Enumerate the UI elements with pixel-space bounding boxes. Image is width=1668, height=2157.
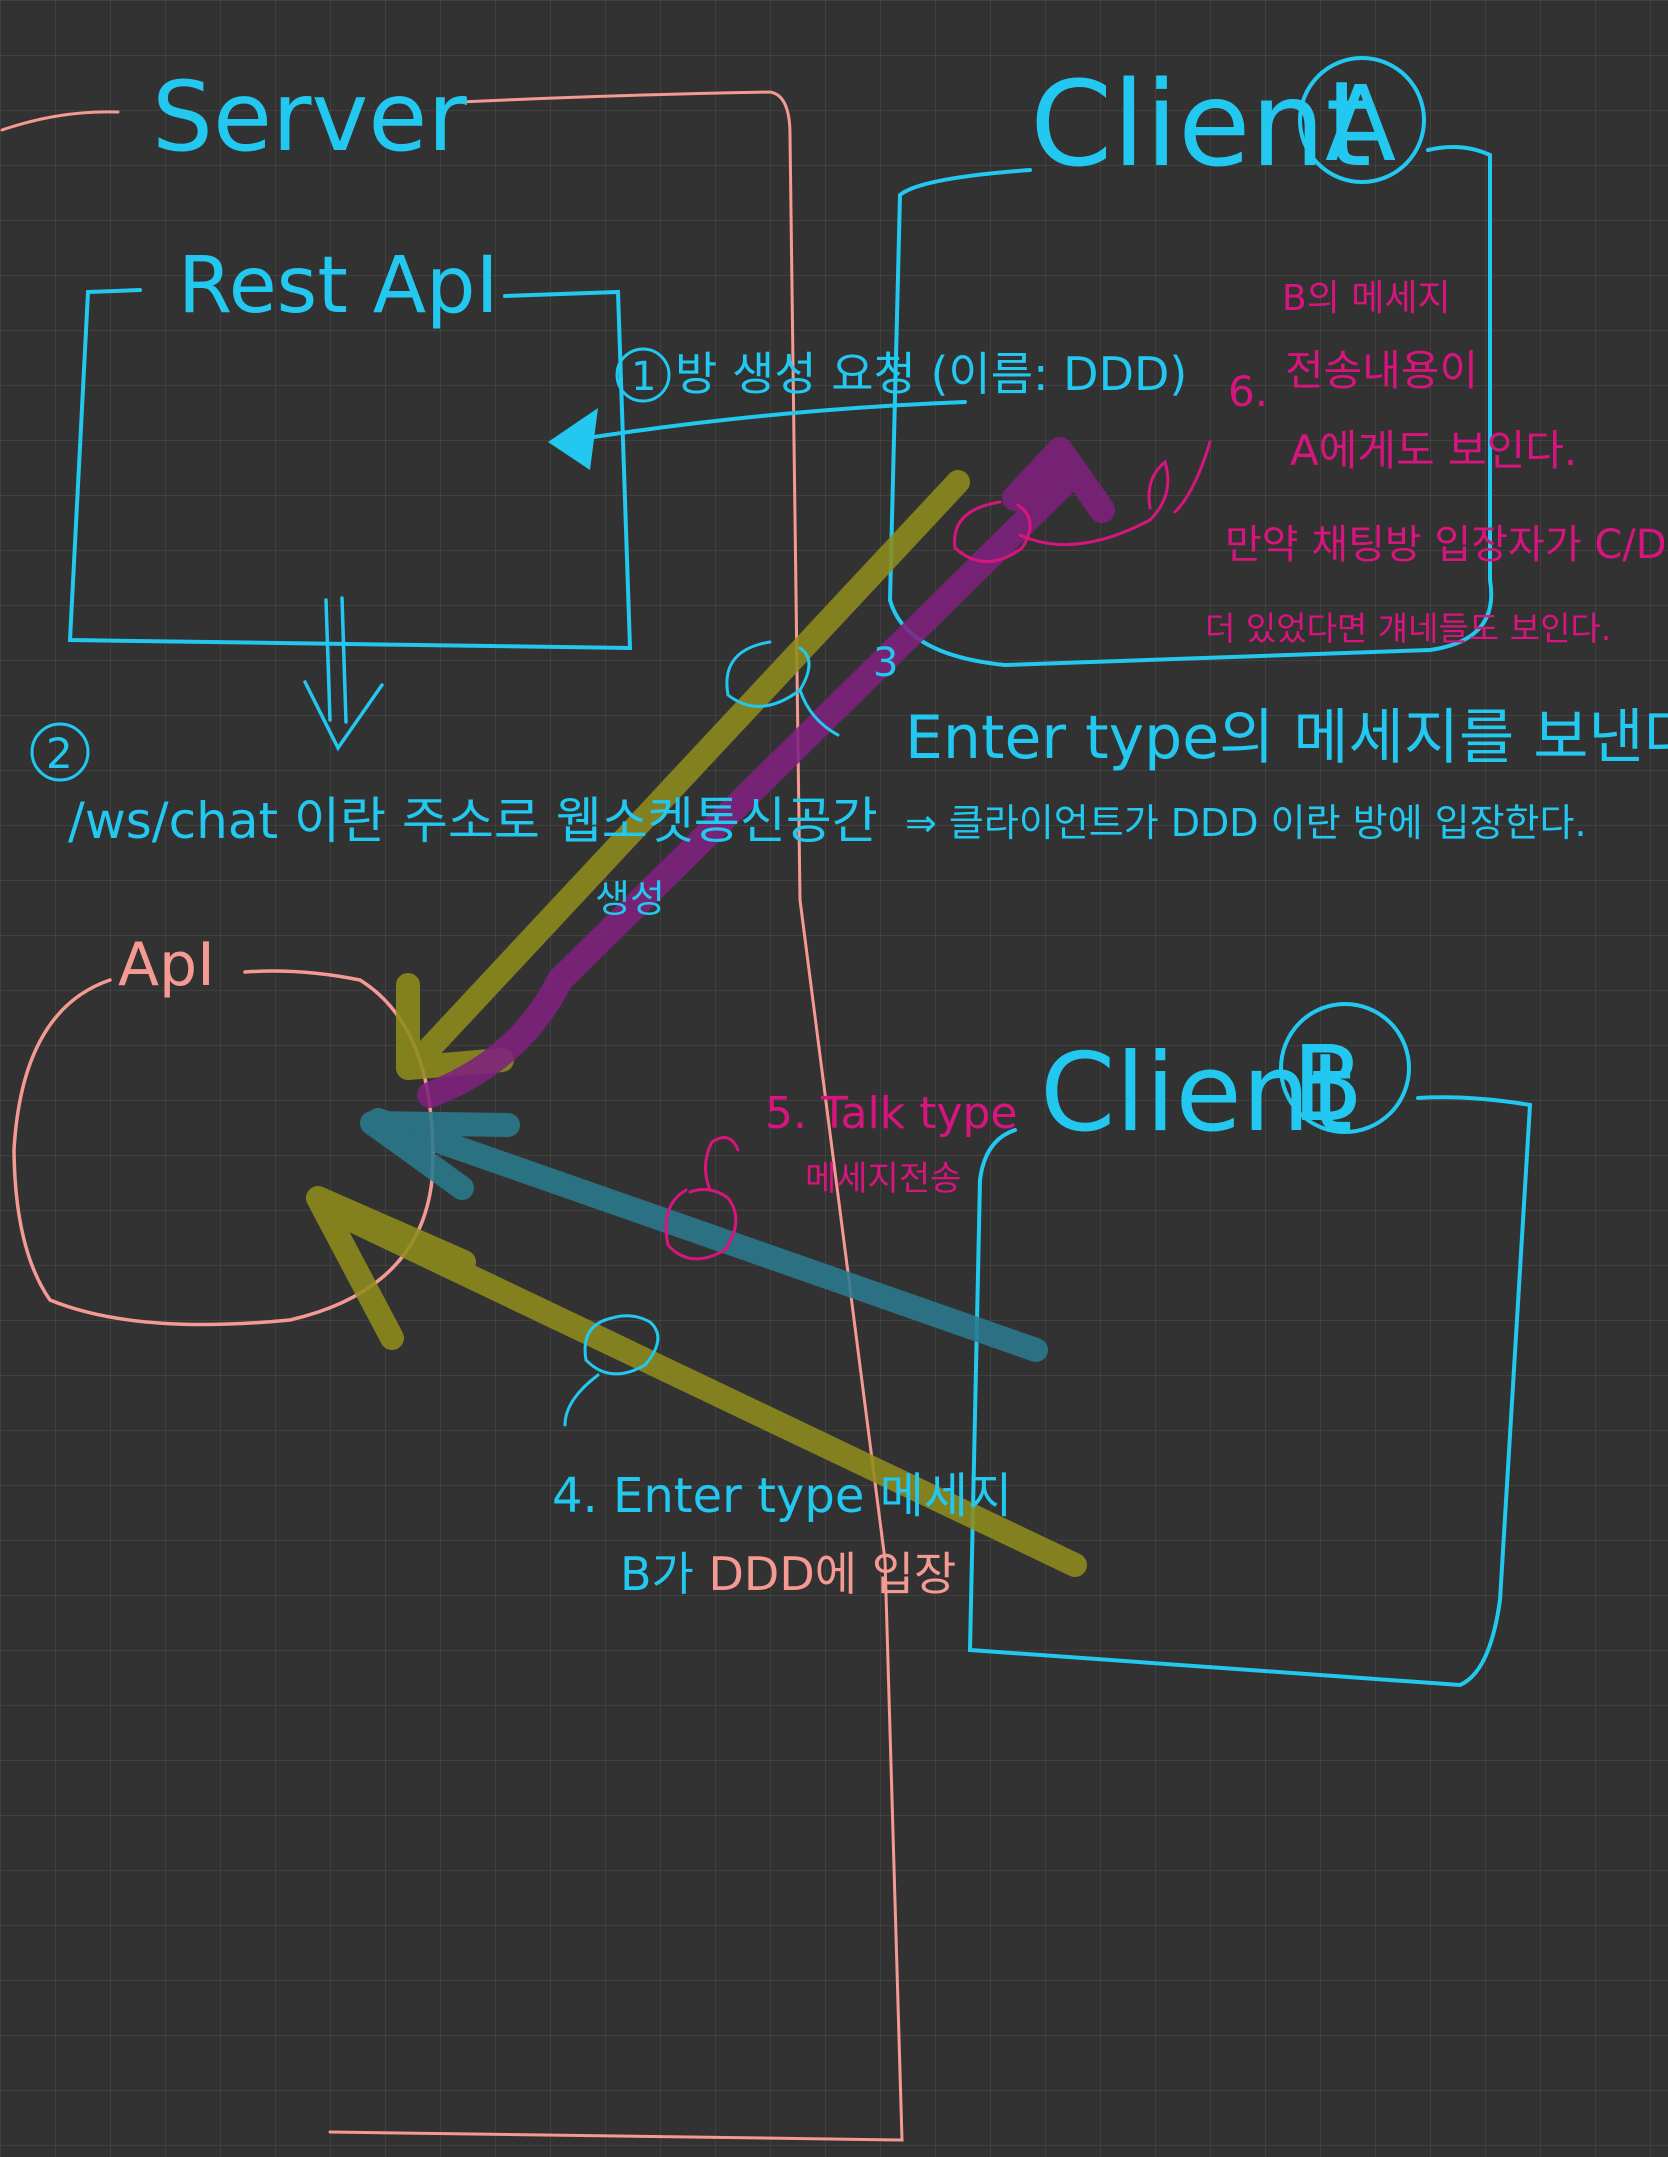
step6-line2: 전송내용이 — [1285, 346, 1478, 395]
rest-api-title: Rest ApI — [178, 241, 499, 331]
api-title: ApI — [118, 930, 215, 1000]
step4-line2-suffix: 에 입장 — [815, 1547, 957, 1601]
server-container — [0, 90, 904, 2142]
step4-line2-room: DDD — [709, 1547, 815, 1601]
step6-line5: 더 있었다면 걔네들도 보인다. — [1205, 609, 1611, 648]
step4-label: 4. Enter type 메세지 B가 DDD에 입장 — [552, 1468, 1012, 1601]
api-blob — [12, 969, 435, 1327]
step2-line1: /ws/chat 이란 주소로 웹소켓통신공간 — [68, 792, 878, 850]
step6-number: 6. — [1228, 367, 1268, 416]
step6-line1: B의 메세지 — [1282, 278, 1451, 319]
step1-text: 방 생성 요청 (이름: DDD) — [675, 347, 1187, 401]
step2-number: 2 — [46, 729, 73, 778]
step1-number: 1 — [631, 354, 656, 400]
step3-number: 3 — [873, 640, 898, 686]
step6-line4: 만약 채팅방 입장자가 C/D — [1225, 522, 1667, 568]
step1-number-circle — [615, 347, 671, 403]
step6-line3: A에게도 보인다. — [1290, 426, 1577, 475]
server-outline-left-tick — [0, 110, 120, 132]
step2-label: 2 /ws/chat 이란 주소로 웹소켓통신공간 생성 — [30, 722, 878, 921]
client-a-box — [887, 145, 1494, 668]
step1-label: 1 방 생성 요청 (이름: DDD) — [615, 347, 1187, 403]
step5-line2: 메세지전송 — [805, 1159, 961, 1199]
client-b-box — [967, 1095, 1533, 1688]
step3-line1: Enter type의 메세지를 보낸다. — [905, 703, 1668, 773]
talk-flow-client-b — [360, 1108, 1048, 1362]
step3-line2: ⇒ 클라이언트가 DDD 이란 방에 입장한다. — [905, 801, 1587, 845]
step3-label: 3 Enter type의 메세지를 보낸다. ⇒ 클라이언트가 DDD 이란 … — [873, 640, 1668, 845]
down-arrow-icon — [303, 596, 384, 752]
client-a-letter: A — [1325, 63, 1396, 185]
rest-api-box — [67, 288, 633, 651]
step4-line2-prefix: B가 — [620, 1547, 709, 1601]
client-a-circle — [1298, 56, 1426, 184]
step6-label: B의 메세지 6. 전송내용이 A에게도 보인다. 만약 채팅방 입장자가 C/… — [1205, 278, 1667, 648]
enter-flow-client-a — [396, 470, 970, 1080]
server-title: Server — [152, 61, 467, 173]
step5-line1: 5. Talk type — [765, 1088, 1018, 1139]
step1-arrow — [548, 400, 967, 470]
arrowhead-icon — [548, 408, 598, 470]
response-flow-to-client-a — [417, 437, 1115, 1108]
step4-line2: B가 DDD에 입장 — [620, 1547, 956, 1601]
step4-line1: 4. Enter type 메세지 — [552, 1468, 1012, 1524]
step2-number-circle — [30, 722, 90, 782]
enter-flow-client-b — [306, 1186, 1087, 1577]
step2-line2: 생성 — [595, 877, 665, 921]
connector-loops — [563, 440, 1212, 1427]
client-b-letter: B — [1292, 1023, 1363, 1145]
server-outline — [328, 90, 904, 2142]
step5-label: 5. Talk type 메세지전송 — [765, 1088, 1018, 1199]
client-b-title: Client — [1040, 1031, 1353, 1156]
client-b-circle — [1279, 1002, 1411, 1134]
